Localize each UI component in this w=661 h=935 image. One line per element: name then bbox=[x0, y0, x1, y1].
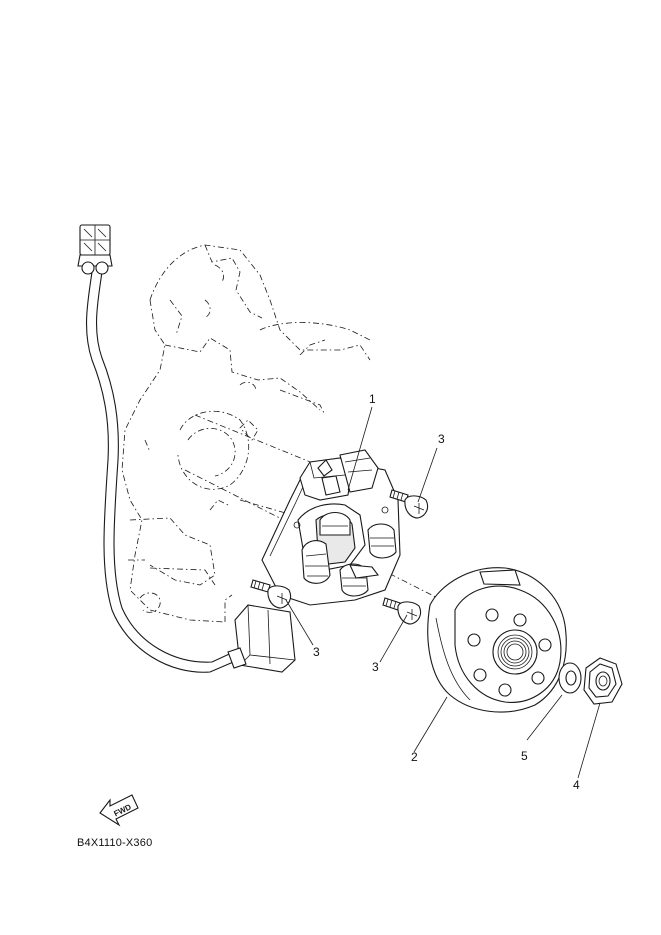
wire-harness bbox=[85, 271, 239, 673]
bolt-lower-right bbox=[382, 597, 422, 625]
nut bbox=[583, 657, 623, 705]
fwd-arrow-icon: FWD bbox=[99, 794, 139, 827]
bolt-lower-left bbox=[250, 579, 292, 609]
callout-5: 5 bbox=[521, 749, 528, 763]
bolt-upper bbox=[389, 489, 429, 519]
washer bbox=[558, 662, 582, 694]
stator-assembly bbox=[261, 461, 401, 606]
callout-3-right: 3 bbox=[372, 660, 379, 674]
crankcase-outline bbox=[121, 244, 371, 623]
pickup-coil bbox=[299, 449, 379, 501]
leader-lines bbox=[285, 406, 601, 779]
callout-1: 1 bbox=[369, 392, 376, 406]
wire-connector bbox=[77, 224, 113, 275]
callout-4: 4 bbox=[573, 778, 580, 792]
callout-3-upper: 3 bbox=[438, 432, 445, 446]
callout-3-left: 3 bbox=[313, 645, 320, 659]
wire-grommet bbox=[227, 604, 296, 673]
diagram-code: B4X1110-X360 bbox=[77, 837, 153, 849]
axis-centerline bbox=[184, 414, 561, 661]
rotor-flywheel bbox=[427, 567, 567, 713]
callout-2: 2 bbox=[411, 750, 418, 764]
